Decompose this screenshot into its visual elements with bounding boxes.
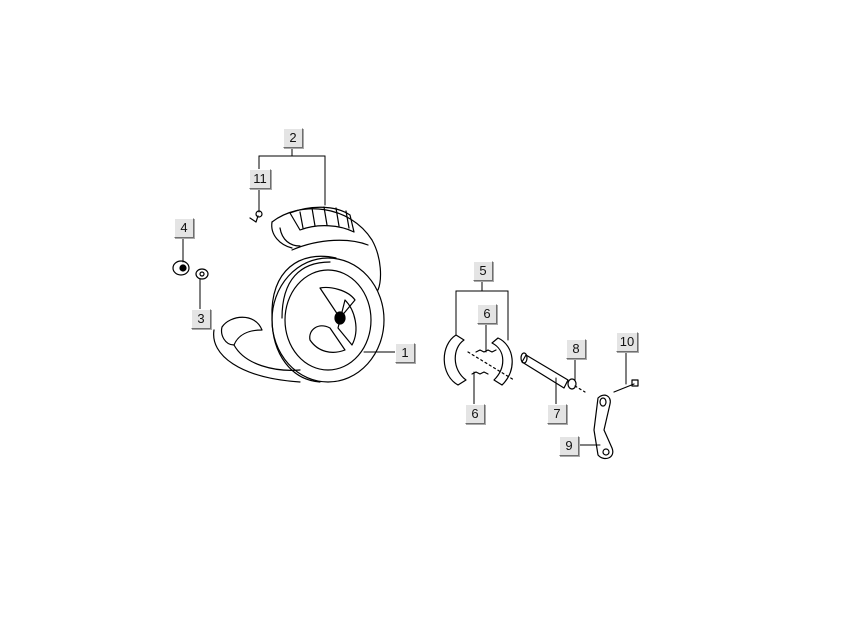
callout-8[interactable]: 8 xyxy=(566,339,586,359)
callout-3[interactable]: 3 xyxy=(191,309,211,329)
callout-9[interactable]: 9 xyxy=(559,436,579,456)
bolt-part xyxy=(613,379,639,393)
callout-2[interactable]: 2 xyxy=(283,128,303,148)
brake-arm-part xyxy=(593,394,614,460)
callout-5[interactable]: 5 xyxy=(473,261,493,281)
brake-shoes-part xyxy=(443,334,515,386)
callout-1[interactable]: 1 xyxy=(395,343,415,363)
wheel-rim-part xyxy=(271,255,385,383)
callout-6-lower[interactable]: 6 xyxy=(465,404,485,424)
brake-cam-part xyxy=(520,352,586,393)
callout-6-upper[interactable]: 6 xyxy=(477,304,497,324)
valve-part xyxy=(249,210,263,223)
axle-nut-part xyxy=(172,260,190,276)
tire-part xyxy=(271,206,382,291)
callout-7[interactable]: 7 xyxy=(547,404,567,424)
washer-part xyxy=(195,268,209,280)
callout-4[interactable]: 4 xyxy=(174,218,194,238)
callout-11[interactable]: 11 xyxy=(249,169,271,189)
cam-seal-part xyxy=(567,378,577,390)
leader-lines xyxy=(182,146,627,446)
callout-10[interactable]: 10 xyxy=(616,332,638,352)
inner-tube-part xyxy=(213,316,301,383)
